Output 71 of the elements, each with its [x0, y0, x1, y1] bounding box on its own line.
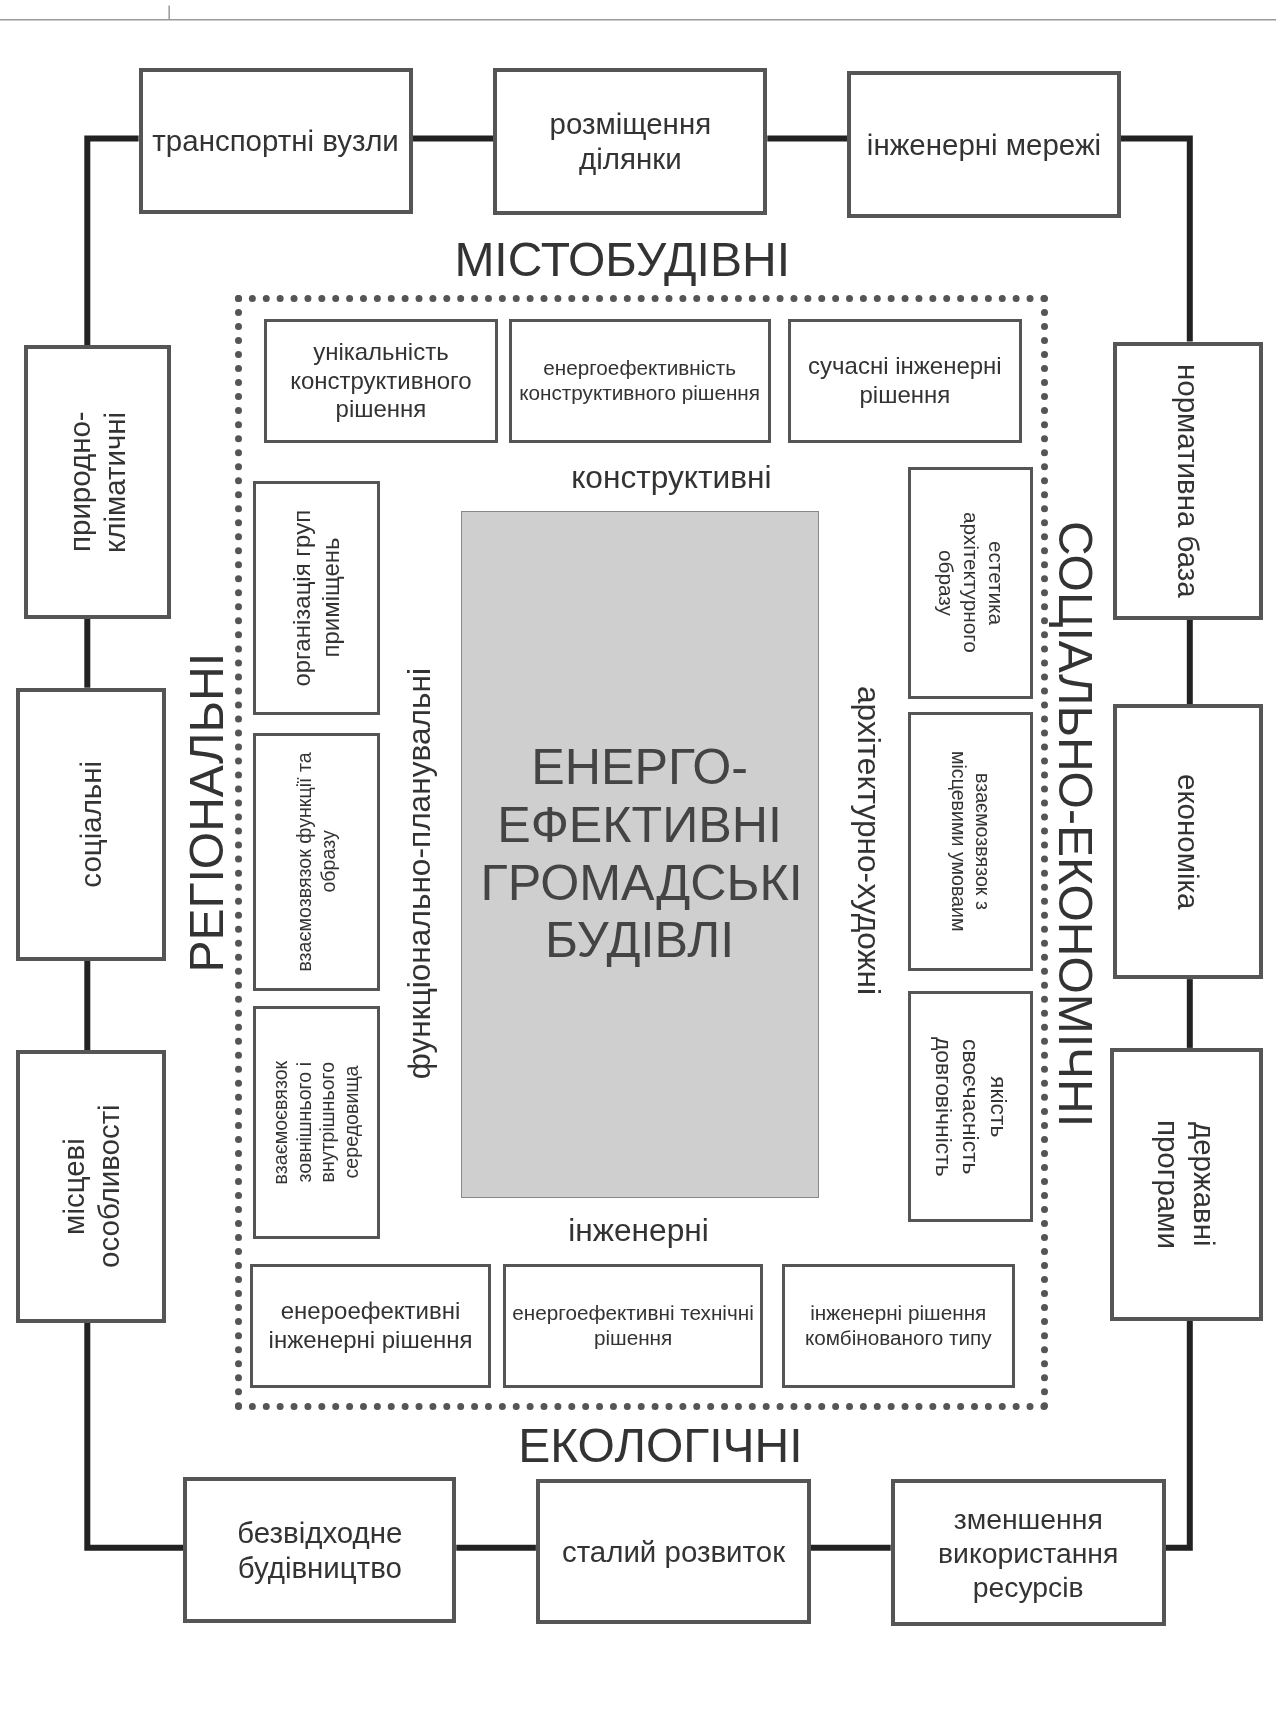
connector-line: [767, 135, 847, 142]
box-label: безвідходне будівництво: [236, 1514, 404, 1586]
box-label: унікальність конструктивного рішення: [289, 337, 473, 425]
connector-line: [84, 960, 91, 1051]
box-label: розміщення ділянки: [548, 106, 713, 177]
box-label: державні програми: [1151, 1118, 1222, 1251]
box-label: взаємоєвязок зовнішнього і внутрішнього середовища: [269, 1059, 364, 1187]
factor-box: [788, 318, 1022, 444]
group-label: конструктивні: [571, 462, 772, 494]
box-label: транспортні вузли: [152, 123, 399, 159]
box-label: якість своєчасність довговічність: [929, 1035, 1012, 1179]
factor-box: [890, 1479, 1166, 1627]
box-label: енергоефективні технічні рішення: [511, 1301, 755, 1352]
box-label: природно-кліматичні: [62, 410, 133, 555]
factor-box: [183, 1476, 457, 1624]
factor-box: [253, 481, 380, 715]
connector-line: [1165, 1320, 1193, 1551]
factor-box: [1110, 1047, 1263, 1321]
group-heading: МІСТОБУДІВНІ: [454, 235, 790, 284]
box-label: місцеві особливості: [55, 1103, 127, 1271]
factor-box: [493, 67, 768, 215]
box-label: організація груп приміщень: [287, 508, 345, 689]
group-label: функціонально-планувальні: [404, 667, 437, 1079]
central-box: [460, 510, 819, 1199]
box-label: нормативна база: [1170, 363, 1206, 598]
connector-line: [412, 135, 494, 142]
box-label: енергоефективність конструктивного рішення: [518, 356, 762, 406]
factor-box: [138, 67, 413, 214]
connector-line: [84, 618, 91, 688]
box-label: сучасні інженерні рішення: [807, 352, 1003, 410]
group-label: архітектурно-художні: [851, 685, 884, 996]
factor-box: [264, 318, 498, 444]
factor-box: [253, 1006, 380, 1239]
central-title: ЕНЕРГО- ЕФЕКТИВНІ ГРОМАДСЬКІ БУДІВЛІ: [480, 739, 799, 971]
dotted-frame: [234, 294, 1048, 1411]
box-label: енероефективні інженерні рішення: [267, 1297, 474, 1355]
factor-box: [16, 687, 166, 961]
factor-box: [781, 1263, 1016, 1389]
factor-box: [535, 1479, 811, 1625]
box-label: взаємозвязок функції та образу: [292, 751, 340, 974]
factor-box: [908, 467, 1033, 699]
group-heading: РЕГІОНАЛЬНІ: [183, 653, 232, 973]
factor-box: [1113, 341, 1263, 620]
connector-line: [84, 1322, 184, 1551]
connector-line: [1186, 979, 1193, 1048]
connector-line: [84, 135, 139, 345]
factor-box: [16, 1050, 166, 1323]
box-label: естетика архітектурного образу: [933, 511, 1008, 656]
group-label: інженерні: [568, 1215, 709, 1248]
box-label: економіка: [1170, 773, 1206, 910]
box-label: інженерні рішення комбінованого типу: [804, 1301, 993, 1352]
factor-box: [253, 733, 380, 992]
factor-box: [847, 70, 1121, 219]
connector-line: [811, 1544, 891, 1551]
box-label: соціальні: [73, 760, 109, 888]
group-heading: СОЦІАЛЬНО-ЕКОНОМІЧНІ: [1051, 521, 1100, 1128]
box-label: інженерні мережі: [866, 126, 1102, 163]
factor-box: [508, 318, 771, 444]
group-heading: ЕКОЛОГІЧНІ: [518, 1422, 803, 1471]
box-label: зменшення використання ресурсів: [937, 1501, 1120, 1604]
connector-line: [1186, 620, 1193, 704]
box-label: сталий розвиток: [561, 1533, 786, 1570]
factor-box: [908, 711, 1033, 972]
connector-line: [456, 1544, 536, 1551]
factor-box: [249, 1263, 492, 1389]
box-label: взаємозвязок з місцевими умоваим: [947, 750, 994, 934]
factor-box: [24, 344, 172, 619]
factor-box: [1113, 704, 1263, 980]
factor-box: [908, 991, 1033, 1223]
connector-line: [1121, 135, 1193, 342]
factor-box: [503, 1263, 763, 1389]
